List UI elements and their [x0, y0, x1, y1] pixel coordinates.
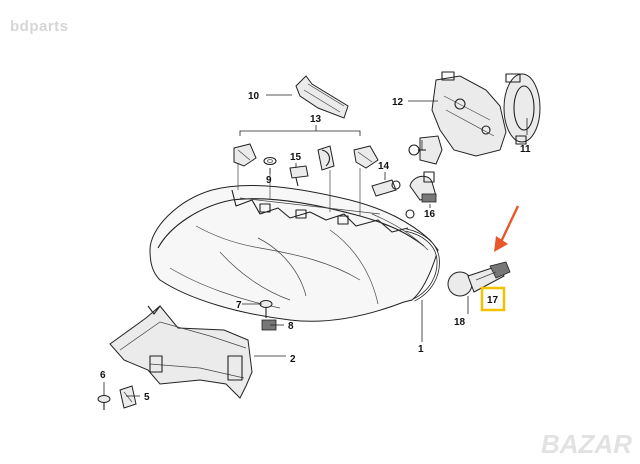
- watermark-text: bdparts: [10, 18, 69, 35]
- callout-11: 11: [520, 144, 531, 155]
- part-14-bulb: [371, 179, 401, 197]
- part-9-washer: [263, 156, 277, 166]
- pointer-arrow: [494, 205, 520, 252]
- callout-labels: 1 2 5 6 7 8 9 10 11 12 13 14 15 16 17 18: [100, 91, 531, 403]
- callout-17: 17: [487, 295, 499, 306]
- callout-7: 7: [236, 300, 242, 311]
- part-16-bulb: [409, 171, 437, 203]
- part-5-clip: [119, 385, 137, 409]
- callout-18: 18: [454, 317, 466, 328]
- highlight-box-17: [480, 286, 506, 312]
- bulb-bracket: [408, 135, 443, 165]
- part-11-ring: [503, 73, 541, 145]
- headlight-housing: [149, 160, 439, 322]
- callout-14: 14: [378, 161, 390, 172]
- leader-lines: [103, 94, 528, 397]
- callout-5: 5: [144, 392, 150, 403]
- callout-13: 13: [310, 114, 322, 125]
- callout-6: 6: [100, 370, 106, 381]
- brand-mark: BAZAR: [541, 429, 632, 459]
- callout-9: 9: [266, 175, 272, 186]
- part-12-bracket: [431, 71, 507, 157]
- callout-8: 8: [288, 321, 294, 332]
- part-15-clip: [289, 165, 309, 187]
- trim-strip: [405, 228, 440, 302]
- callout-2: 2: [290, 354, 296, 365]
- callout-10: 10: [248, 91, 260, 102]
- part-17-bulb: [447, 261, 511, 297]
- callout-16: 16: [424, 209, 436, 220]
- part-10-shape: [295, 75, 349, 119]
- callout-12: 12: [392, 97, 404, 108]
- callout-1: 1: [418, 344, 424, 355]
- part-13-brackets: [233, 143, 379, 171]
- part-2-bracket: [109, 305, 253, 399]
- part-6-screw: [97, 395, 111, 410]
- callout-15: 15: [290, 152, 302, 163]
